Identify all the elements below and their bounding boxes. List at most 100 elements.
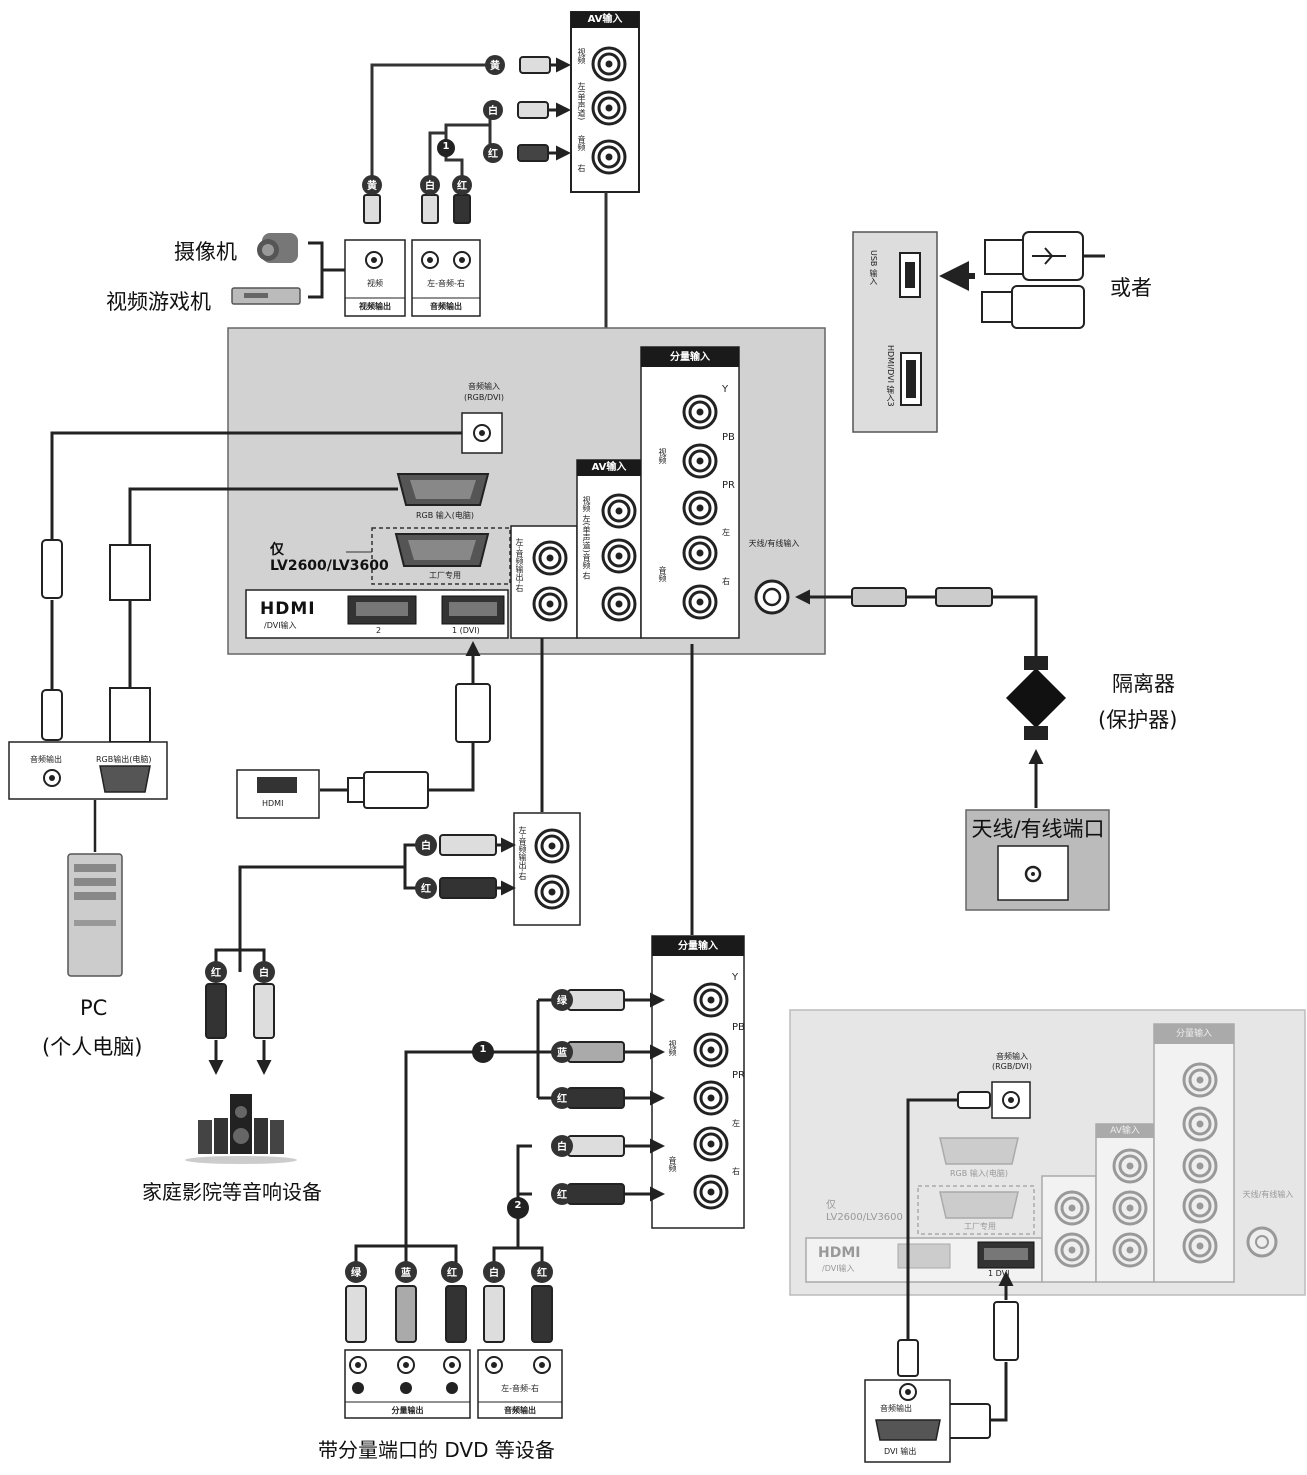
home-theater-icon [185,1094,297,1164]
inset-factory-label: 工厂专用 [964,1222,996,1231]
tv-rgb-in-port [396,473,490,506]
tv-audio-out-block [510,525,578,639]
camcorder-label: 摄像机 [174,240,237,264]
inset-back-panel [789,1009,1306,1296]
step-tag-1-top: 1 [442,141,450,152]
tv-comp-video-label: 视频 [658,448,667,464]
audio-out-panel [513,812,581,926]
component-panel-header: 分量输入 [652,939,744,955]
inset-antenna-label: 天线/有线输入 [1242,1190,1294,1199]
tag-yellow-src: 黄 [367,181,377,192]
inset-audio-in-label: 音频输入(RGB/DVI) [991,1052,1033,1071]
component-tags [345,989,573,1283]
inset-dvi-out-label: DVI 输出 [884,1447,917,1456]
camcorder-icon [257,233,298,263]
tv-antenna-label: 天线/有线输入 [748,539,800,548]
tag-red-audio: 红 [421,884,431,895]
tv-component-header: 分量输入 [641,350,739,366]
pc-audio-out-label: 音频输出 [30,755,62,764]
comp-pr: PR [732,1070,745,1081]
component-plugs [345,989,625,1343]
tag-white-comp-audio: 白 [557,1142,567,1153]
top-av-label-audio: 音频 [577,135,586,151]
tv-comp-pr: PR [722,480,735,491]
source-video-out-label: 视频输出 [359,302,391,311]
pc-plugs [41,539,151,743]
hdmi-port1-label: 1 (DVI) [452,626,480,635]
splitter-sublabel: (保护器) [1098,708,1178,732]
usb-in-label: USB 输入 [869,250,878,285]
tv-comp-right: 右 [722,577,730,586]
hdmi-cable [320,641,481,792]
tag-red-comp-audio: 红 [557,1190,567,1201]
hdmi3-label: HDMI/DVI 输入3 [886,345,895,407]
step-tag-2: 2 [514,1200,522,1211]
tv-factory-label: 工厂专用 [429,571,461,580]
tv-hdmi-block [245,589,509,639]
tv-rgb-in-label: RGB 输入(电脑) [415,511,475,520]
tag-green-comp: 绿 [557,996,567,1007]
tv-comp-audio-label: 音频 [658,566,667,582]
hdmi-device-box [236,769,320,819]
comp-audio-label: 音频 [668,1156,677,1172]
pc-label: PC [80,996,108,1020]
home-theater-label: 家庭影院等音响设备 [142,1180,322,1204]
coax-connectors [851,587,993,607]
antenna-wall-plate [965,809,1110,911]
component-panel [651,935,745,1229]
splitter-icon [1006,656,1066,740]
top-av-label-left: 左(单声道) [577,82,586,121]
tag-blue-dvd: 蓝 [401,1268,411,1279]
dvd-audio-lr-label: 左-音频-右 [501,1384,539,1393]
source-bracket [308,241,345,299]
comp-video-label: 视频 [668,1040,677,1056]
hdmi-plugs [347,683,491,809]
tag-red-dvd: 红 [447,1268,457,1279]
tag-blue-comp: 蓝 [557,1048,567,1059]
audio-out-plugs [205,834,497,1039]
top-cable-tags [362,55,505,195]
inset-hdmi-dvi-label: /DVI输入 [822,1264,855,1273]
inset-rgb-in-label: RGB 输入(电脑) [949,1169,1009,1178]
inset-plugs [897,1091,1019,1439]
hdmi-device-label: HDMI [262,799,284,808]
inset-av-header: AV输入 [1096,1125,1154,1137]
tag-red-dvd-audio: 红 [537,1268,547,1279]
dvd-component-out-label: 分量输出 [391,1406,424,1415]
hdmi-logo: HDMI [260,599,316,619]
inset-component-header: 分量输入 [1154,1027,1234,1041]
dvd-audio-out-label: 音频输出 [504,1406,536,1415]
tag-red-comp: 红 [557,1094,567,1105]
step-tag-1: 1 [479,1044,487,1055]
pc-output-panel [8,741,168,800]
hdmi-dvi-in-label: /DVI输入 [264,621,297,630]
dvd-output-panel [344,1349,563,1419]
tv-audio-in-rgb-label: 音频输入(RGB/DVI) [463,382,505,402]
antenna-cable [795,589,1044,808]
tag-white-src: 白 [425,181,435,192]
inset-dvi-source [864,1379,951,1463]
tag-white-top: 白 [488,106,498,117]
tv-audio-out-label: 左-音频输出-右 [515,538,524,592]
usb-side-panel [852,231,938,433]
tv-comp-pb: PB [722,432,735,443]
pc-cables [50,431,462,690]
comp-pb: PB [732,1022,745,1033]
usb-stick-icon [981,285,1085,329]
tag-red-src: 红 [457,181,467,192]
top-av-header: AV输入 [571,13,639,27]
pc-sublabel: (个人电脑) [42,1035,143,1059]
or-label: 或者 [1110,276,1152,300]
inset-dvi-audio-out-label: 音频输出 [880,1404,912,1413]
tv-factory-port [394,533,490,567]
splitter-label: 隔离器 [1112,672,1175,696]
tag-green-dvd: 绿 [351,1268,361,1279]
source-output-panel [344,239,481,317]
dvd-device-label: 带分量端口的 DVD 等设备 [318,1438,555,1462]
tag-white-ht: 白 [259,968,269,979]
usb-plug-icon [984,231,1105,281]
pc-rgb-out-label: RGB输出(电脑) [96,755,152,764]
source-audio-jack-label: 左-音频-右 [427,279,465,288]
inset-hdmi-logo: HDMI [818,1245,861,1261]
tv-audio-in-rgb-jack [461,412,503,454]
